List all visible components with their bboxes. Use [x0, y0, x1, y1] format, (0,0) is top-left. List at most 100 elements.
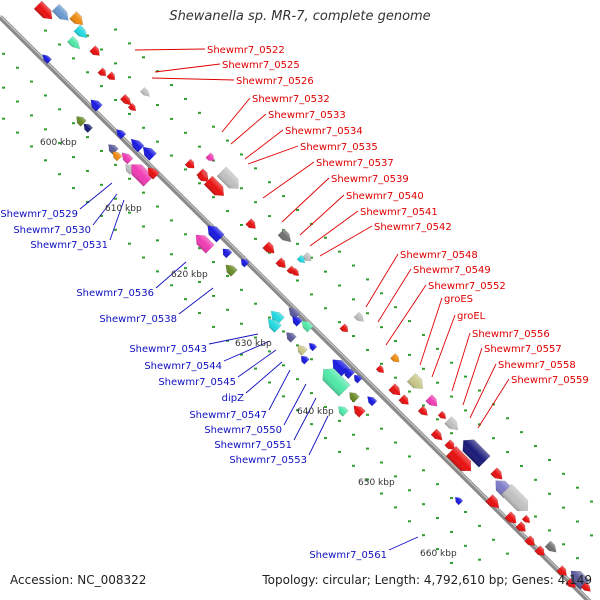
forward-label-leader	[262, 161, 315, 199]
gene-arrow	[353, 374, 363, 384]
tick-dot	[450, 395, 453, 398]
tick-dot	[198, 281, 201, 284]
tick-dot	[422, 503, 425, 506]
tick-dot	[212, 196, 215, 199]
gene-arrow	[515, 521, 526, 532]
topology-text: Topology: circular; Length: 4,792,610 bp…	[262, 573, 592, 587]
tick-dot	[506, 552, 509, 555]
tick-dot	[352, 264, 355, 267]
gene-arrow	[222, 248, 233, 259]
forward-label-leader	[247, 145, 299, 165]
gene-arrow	[534, 545, 545, 556]
tick-dot	[2, 52, 5, 55]
tick-dot	[58, 173, 61, 176]
tick-dot	[464, 510, 467, 513]
reverse-gene-label: Shewmr7_0561	[309, 550, 387, 561]
reverse-label-leader	[245, 361, 283, 394]
tick-dot	[44, 29, 47, 32]
gene-arrow	[301, 320, 314, 333]
tick-dot	[464, 409, 467, 412]
genome-backbone	[0, 15, 592, 600]
forward-gene-label: Shewmr7_0559	[511, 375, 589, 386]
tick-dot	[128, 76, 131, 79]
tick-dot	[30, 80, 33, 83]
gene-arrow	[73, 24, 88, 39]
tick-dot	[436, 418, 439, 421]
tick-dot	[226, 308, 229, 311]
tick-dot	[114, 228, 117, 231]
forward-label-leader	[462, 347, 483, 406]
tick-dot	[114, 62, 117, 65]
tick-dot	[86, 71, 89, 74]
tick-dot	[548, 529, 551, 532]
tick-dot	[380, 326, 383, 329]
tick-dot	[562, 472, 565, 475]
gene-labels-layer: Shewmr7_0522Shewmr7_0525Shewmr7_0526Shew…	[0, 45, 588, 561]
gene-arrow	[51, 3, 69, 21]
reverse-label-leader	[155, 261, 187, 289]
gene-arrow	[308, 342, 318, 352]
gene-arrow	[195, 234, 215, 254]
tick-dot	[408, 390, 411, 393]
gene-arrow	[205, 152, 215, 162]
reverse-gene-label: Shewmr7_0530	[13, 225, 91, 236]
tick-dot	[352, 298, 355, 301]
tick-dot	[254, 336, 257, 339]
tick-dot	[506, 451, 509, 454]
tick-dot	[240, 322, 243, 325]
forward-label-leader	[244, 129, 284, 160]
tick-dot	[268, 215, 271, 218]
tick-dot	[254, 201, 257, 204]
gene-arrow	[444, 439, 455, 450]
tick-dot	[198, 145, 201, 148]
forward-label-leader	[281, 177, 330, 223]
tick-dot	[114, 163, 117, 166]
tick-dot	[142, 256, 145, 259]
tick-dot	[254, 302, 257, 305]
tick-dot	[380, 492, 383, 495]
tick-dot	[394, 506, 397, 509]
tick-dot	[478, 558, 481, 561]
gene-arrow	[338, 406, 349, 417]
tick-dot	[436, 381, 439, 384]
tick-dot	[464, 375, 467, 378]
tick-dot	[128, 112, 131, 115]
tick-dot	[156, 70, 159, 73]
gene-arrow	[66, 35, 81, 50]
gene-arrow	[495, 480, 514, 499]
tick-dot	[478, 524, 481, 527]
tick-dot	[156, 205, 159, 208]
tick-dot	[380, 362, 383, 365]
gene-arrow	[197, 171, 208, 182]
tick-dot	[576, 557, 579, 560]
gene-arrow	[462, 439, 491, 468]
tick-dot	[128, 242, 131, 245]
tick-dot	[534, 478, 537, 481]
tick-dot	[464, 544, 467, 547]
tick-dot	[86, 169, 89, 172]
tick-dot	[282, 364, 285, 367]
gene-arrow	[500, 483, 529, 512]
tick-dot	[394, 306, 397, 309]
tick-dot	[268, 181, 271, 184]
tick-dot	[520, 464, 523, 467]
gene-arrow	[130, 138, 145, 153]
tick-dot	[338, 321, 341, 324]
tick-dot	[366, 278, 369, 281]
tick-dot	[492, 437, 495, 440]
tick-dot	[408, 353, 411, 356]
tick-dot	[142, 225, 145, 228]
tick-dot	[422, 333, 425, 336]
tick-dot	[58, 142, 61, 145]
tick-dot	[408, 455, 411, 458]
tick-dot	[58, 108, 61, 111]
tick-dot	[450, 497, 453, 500]
tick-dot	[352, 433, 355, 436]
reverse-label-leader	[237, 349, 277, 378]
forward-label-leader	[419, 297, 443, 366]
tick-dot	[170, 284, 173, 287]
reverse-gene-label: Shewmr7_0551	[214, 440, 292, 451]
tick-dot	[478, 423, 481, 426]
tick-dot	[296, 409, 299, 412]
